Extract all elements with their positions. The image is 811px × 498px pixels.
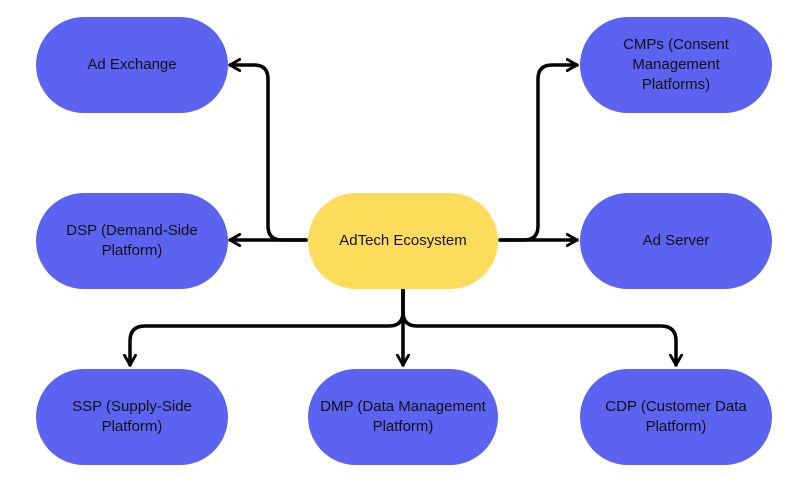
node-dsp-label: DSP (Demand-Side Platform) [66, 222, 198, 259]
node-cmps: CMPs (Consent Management Platforms) [580, 17, 772, 113]
edge-center-ssp [123, 287, 405, 367]
edge-center-cmps [498, 58, 579, 242]
node-adtech-ecosystem: AdTech Ecosystem [308, 193, 498, 289]
node-ssp: SSP (Supply-Side Platform) [36, 369, 228, 465]
node-ssp-label: SSP (Supply-Side Platform) [72, 398, 192, 435]
node-ad-server: Ad Server [580, 193, 772, 289]
node-cdp-label: CDP (Customer Data Platform) [605, 398, 747, 435]
node-cdp: CDP (Customer Data Platform) [580, 369, 772, 465]
node-dsp: DSP (Demand-Side Platform) [36, 193, 228, 289]
node-ad-server-label: Ad Server [642, 232, 710, 249]
node-cmps-label: CMPs (Consent Management Platforms) [623, 36, 729, 93]
edge-center-ad-exchange [228, 58, 308, 242]
node-ad-exchange: Ad Exchange [36, 17, 228, 113]
node-ad-exchange-label: Ad Exchange [87, 56, 177, 73]
node-adtech-ecosystem-label: AdTech Ecosystem [339, 232, 467, 249]
node-dmp: DMP (Data Management Platform) [308, 369, 498, 465]
node-dmp-label: DMP (Data Management Platform) [320, 398, 486, 435]
edge-center-cdp [401, 287, 683, 367]
